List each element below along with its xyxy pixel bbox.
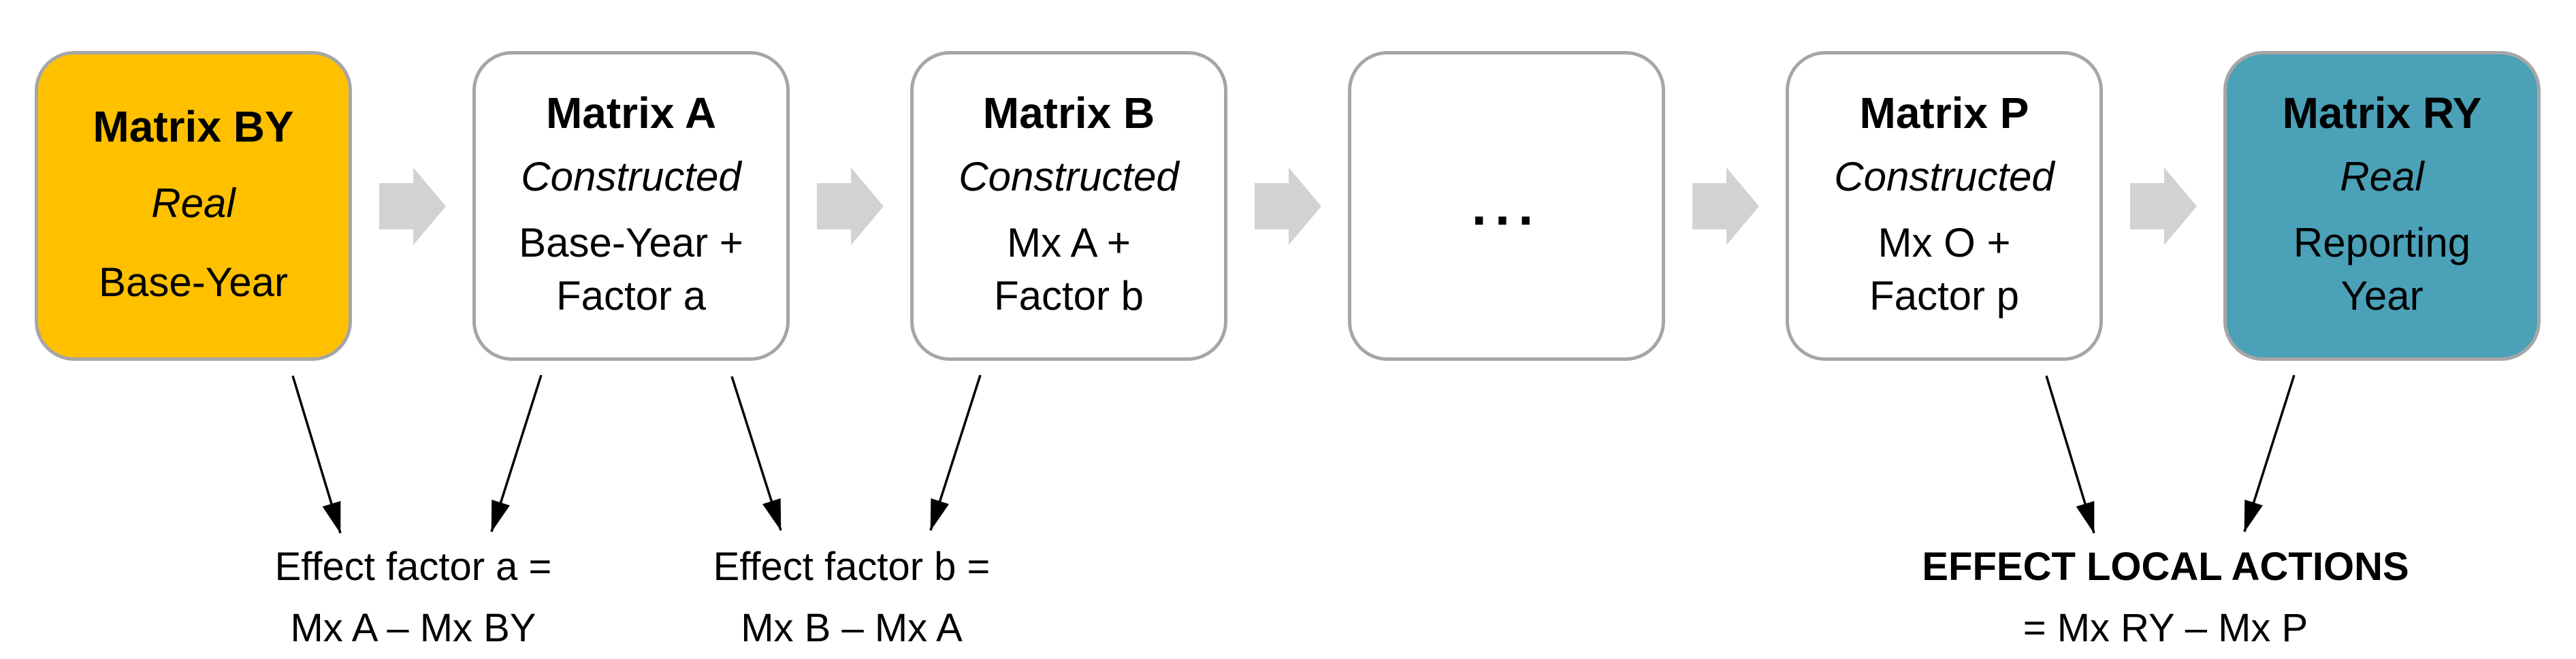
node-matrix-a: Matrix A Constructed Base-Year + Factor … (472, 51, 790, 361)
node-matrix-ry: Matrix RY Real Reporting Year (2223, 51, 2541, 361)
effect-label-line: Mx A – Mx BY (290, 606, 536, 650)
node-body: Reporting Year (2293, 216, 2470, 323)
node-body-line: Reporting (2293, 219, 2471, 266)
node-body: Mx O + Factor p (1869, 216, 2019, 323)
effect-arrow (490, 374, 543, 532)
node-body: Mx A + Factor b (994, 216, 1144, 323)
node-subtitle: Real (2340, 153, 2424, 199)
node-body-line: Factor p (1869, 272, 2020, 319)
node-body-line: Factor a (556, 272, 707, 319)
effect-arrow (2243, 374, 2296, 532)
node-subtitle: Constructed (959, 153, 1179, 199)
node-body: Base-Year + Factor a (519, 216, 743, 323)
node-body-line: Base-Year (99, 259, 288, 306)
node-ellipsis: ... (1348, 51, 1665, 361)
node-subtitle: Real (151, 180, 236, 226)
node-title: Matrix B (982, 89, 1155, 138)
node-title: Matrix RY (2282, 89, 2482, 138)
node-body-line: Year (2340, 272, 2424, 319)
effect-label-line: Mx B – Mx A (741, 606, 963, 650)
effect-arrow (929, 374, 982, 531)
effect-label-line: EFFECT LOCAL ACTIONS (1922, 545, 2409, 589)
effect-factor-a-label: Effect factor a = Mx A – Mx BY (275, 536, 552, 659)
effect-arrow (2045, 375, 2095, 534)
flow-arrow-icon (2130, 167, 2197, 245)
flow-arrow-icon (1255, 167, 1321, 245)
node-subtitle: Constructed (1834, 153, 2055, 199)
node-matrix-b: Matrix B Constructed Mx A + Factor b (910, 51, 1227, 361)
node-title: Matrix P (1859, 89, 2029, 138)
node-title: Matrix BY (93, 101, 294, 151)
node-body-line: Mx O + (1878, 219, 2011, 266)
effect-local-actions-label: EFFECT LOCAL ACTIONS = Mx RY – Mx P (1922, 536, 2409, 659)
effect-arrow (730, 376, 782, 531)
node-body-line: Base-Year + (519, 219, 743, 266)
node-body-line: Factor b (993, 272, 1144, 319)
node-body-line: Mx A + (1007, 219, 1131, 266)
effect-arrow (291, 375, 342, 534)
flow-arrow-icon (817, 167, 884, 245)
node-subtitle: Constructed (521, 153, 741, 199)
effect-factor-b-label: Effect factor b = Mx B – Mx A (713, 536, 991, 659)
effect-label-line: Effect factor a = (274, 545, 552, 589)
node-title: Matrix A (545, 89, 717, 138)
effect-label-line: = Mx RY – Mx P (2023, 606, 2308, 650)
node-matrix-by: Matrix BY Real Base-Year (35, 51, 352, 361)
node-matrix-p: Matrix P Constructed Mx O + Factor p (1786, 51, 2103, 361)
flow-arrow-icon (1692, 167, 1759, 245)
node-body: Base-Year (99, 256, 288, 309)
ellipsis-text: ... (1471, 175, 1542, 236)
flow-arrow-icon (379, 167, 446, 245)
effect-label-line: Effect factor b = (713, 545, 991, 589)
